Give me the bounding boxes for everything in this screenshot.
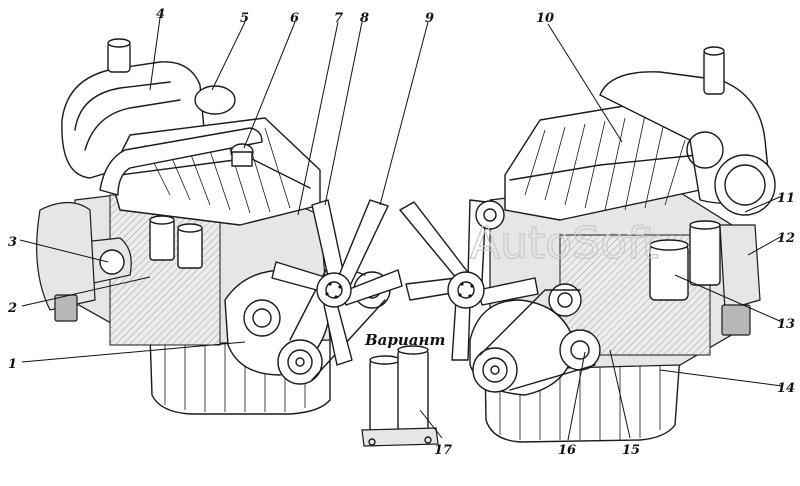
- callout-3: 3: [8, 235, 17, 250]
- variant-filters: [361, 345, 439, 447]
- right-exhaust-pipe: [703, 49, 725, 95]
- callout-4: 4: [156, 7, 165, 22]
- callout-14: 14: [777, 381, 795, 396]
- callout-8: 8: [360, 11, 369, 26]
- right-crank-pulley: [472, 347, 518, 393]
- callout-16: 16: [558, 443, 576, 458]
- callout-1: 1: [8, 357, 17, 372]
- left-air-elbow: [194, 85, 236, 115]
- left-filter-b: [177, 227, 203, 269]
- right-air-filter-disk: [714, 154, 776, 216]
- left-fan: [271, 199, 403, 366]
- callout-6: 6: [290, 11, 299, 26]
- callout-11: 11: [777, 191, 795, 206]
- variant-filter-base: [361, 427, 439, 447]
- callout-13: 13: [777, 317, 795, 332]
- variant-label: Вариант: [364, 331, 445, 349]
- callout-7: 7: [334, 11, 343, 26]
- callout-2: 2: [7, 301, 17, 316]
- left-flywheel-housing: [36, 201, 96, 311]
- right-engine: [399, 46, 776, 443]
- left-engine: [36, 38, 403, 415]
- right-idler-pulley: [548, 283, 582, 317]
- callout-15: 15: [622, 443, 640, 458]
- variant-filter-b: [397, 349, 429, 433]
- callout-10: 10: [536, 11, 554, 26]
- right-hub-cap: [475, 200, 505, 230]
- leader-lines: [19, 17, 783, 441]
- callout-17: 17: [434, 443, 452, 458]
- left-crank-pulley: [277, 339, 323, 385]
- right-fuel-filter: [689, 224, 721, 286]
- right-flywheel-housing: [719, 224, 761, 311]
- left-filter-a: [149, 219, 175, 261]
- callout-numbers: 1 2 3 4 5 6 7 8 9 10 11 12 13 14 15 16 1…: [7, 7, 795, 458]
- callout-5: 5: [240, 11, 249, 26]
- callout-12: 12: [777, 231, 795, 246]
- watermark: AutoSoft: [470, 218, 659, 269]
- callout-9: 9: [425, 11, 434, 26]
- right-fan: [399, 199, 539, 361]
- variant-filter-a: [369, 359, 401, 433]
- right-water-pump: [559, 329, 601, 371]
